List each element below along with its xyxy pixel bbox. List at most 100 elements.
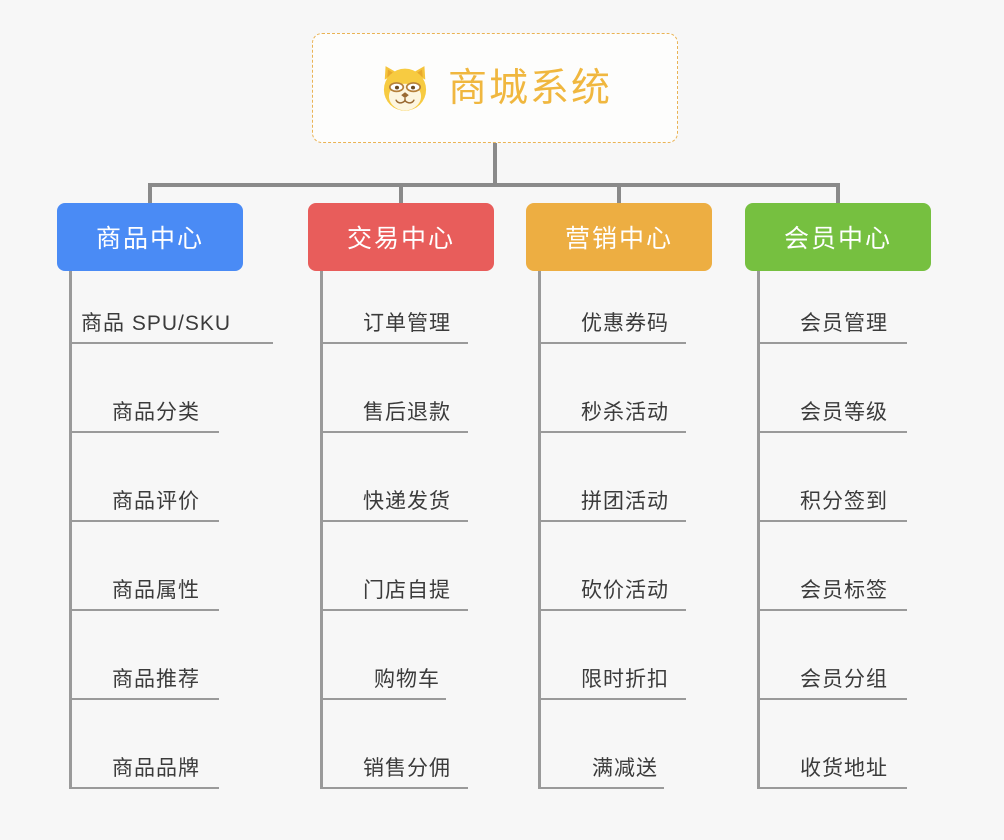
category-node-2[interactable]: 交易中心: [308, 203, 494, 271]
leaf-item-underline: [538, 520, 686, 522]
leaf-item[interactable]: 商品 SPU/SKU: [57, 271, 273, 360]
leaf-item-underline: [69, 520, 219, 522]
leaf-item[interactable]: 收货地址: [745, 716, 931, 805]
leaf-item-label: 砍价活动: [581, 579, 669, 602]
leaf-stem-line: [757, 271, 760, 789]
leaf-item-label: 拼团活动: [581, 490, 669, 513]
category-node-label: 会员中心: [783, 225, 892, 253]
leaf-item[interactable]: 会员管理: [745, 271, 931, 360]
leaf-item[interactable]: 商品属性: [57, 538, 243, 627]
leaf-item-underline: [757, 787, 907, 789]
category-node-4[interactable]: 会员中心: [745, 203, 931, 271]
leaf-item[interactable]: 商品推荐: [57, 627, 243, 716]
leaf-item[interactable]: 商品评价: [57, 449, 243, 538]
leaf-item-underline: [69, 431, 219, 433]
leaf-item-underline: [69, 342, 273, 344]
leaf-list: 商品 SPU/SKU 商品分类商品评价商品属性商品推荐商品品牌: [57, 271, 273, 805]
category-column: 营销中心优惠券码秒杀活动拼团活动砍价活动限时折扣满减送: [526, 203, 712, 805]
leaf-item[interactable]: 快递发货: [308, 449, 494, 538]
leaf-item-underline: [538, 698, 686, 700]
category-node-3[interactable]: 营销中心: [526, 203, 712, 271]
leaf-stem-line: [69, 271, 72, 789]
leaf-item-label: 购物车: [374, 668, 440, 691]
leaf-item-label: 秒杀活动: [581, 401, 669, 424]
leaf-item-label: 销售分佣: [363, 757, 451, 780]
leaf-item[interactable]: 砍价活动: [526, 538, 712, 627]
leaf-item-underline: [69, 787, 219, 789]
leaf-item[interactable]: 售后退款: [308, 360, 494, 449]
leaf-item[interactable]: 商品品牌: [57, 716, 243, 805]
connector-drop-1: [148, 183, 152, 205]
leaf-item-underline: [538, 431, 686, 433]
leaf-item-label: 商品评价: [112, 490, 200, 513]
leaf-item-underline: [69, 698, 219, 700]
category-node-1[interactable]: 商品中心: [57, 203, 243, 271]
leaf-item-label: 优惠券码: [581, 312, 669, 335]
leaf-item-label: 会员等级: [800, 401, 888, 424]
leaf-item-label: 售后退款: [363, 401, 451, 424]
leaf-item-underline: [538, 787, 664, 789]
leaf-stem-line: [538, 271, 541, 789]
category-node-label: 营销中心: [564, 225, 673, 253]
category-node-label: 商品中心: [95, 225, 204, 253]
leaf-item[interactable]: 会员分组: [745, 627, 931, 716]
root-node-card[interactable]: 商城系统: [312, 33, 678, 143]
leaf-item[interactable]: 优惠券码: [526, 271, 712, 360]
leaf-item-label: 商品推荐: [112, 668, 200, 691]
connector-drop-2: [399, 183, 403, 205]
category-column: 交易中心订单管理售后退款快递发货门店自提购物车销售分佣: [308, 203, 494, 805]
leaf-item-underline: [320, 609, 468, 611]
leaf-item-label: 商品品牌: [112, 757, 200, 780]
leaf-item[interactable]: 销售分佣: [308, 716, 494, 805]
leaf-item-underline: [320, 520, 468, 522]
category-column: 会员中心会员管理会员等级积分签到会员标签会员分组收货地址: [745, 203, 931, 805]
leaf-item[interactable]: 秒杀活动: [526, 360, 712, 449]
connector-drop-3: [617, 183, 621, 205]
leaf-item[interactable]: 满减送: [526, 716, 712, 805]
leaf-item-label: 满减送: [592, 757, 658, 780]
leaf-item-label: 限时折扣: [581, 668, 669, 691]
root-node-title: 商城系统: [447, 66, 612, 110]
leaf-item[interactable]: 积分签到: [745, 449, 931, 538]
leaf-item-underline: [538, 609, 686, 611]
leaf-item-label: 商品属性: [112, 579, 200, 602]
leaf-item-underline: [757, 431, 907, 433]
leaf-list: 会员管理会员等级积分签到会员标签会员分组收货地址: [745, 271, 931, 805]
leaf-item-label: 商品 SPU/SKU: [80, 312, 232, 335]
leaf-item[interactable]: 会员标签: [745, 538, 931, 627]
leaf-item[interactable]: 订单管理: [308, 271, 494, 360]
leaf-item-underline: [538, 342, 686, 344]
leaf-item[interactable]: 商品分类: [57, 360, 243, 449]
category-column: 商品中心商品 SPU/SKU 商品分类商品评价商品属性商品推荐商品品牌: [57, 203, 273, 805]
leaf-item-label: 商品分类: [112, 401, 200, 424]
leaf-list: 订单管理售后退款快递发货门店自提购物车销售分佣: [308, 271, 494, 805]
leaf-item-underline: [320, 698, 446, 700]
leaf-item-label: 收货地址: [800, 757, 888, 780]
leaf-stem-line: [320, 271, 323, 789]
leaf-item-underline: [757, 698, 907, 700]
connector-trunk: [493, 143, 497, 185]
leaf-item-label: 订单管理: [363, 312, 451, 335]
leaf-item-underline: [320, 787, 468, 789]
leaf-list: 优惠券码秒杀活动拼团活动砍价活动限时折扣满减送: [526, 271, 712, 805]
leaf-item[interactable]: 限时折扣: [526, 627, 712, 716]
category-node-label: 交易中心: [346, 225, 455, 253]
leaf-item[interactable]: 门店自提: [308, 538, 494, 627]
leaf-item-underline: [757, 520, 907, 522]
shiba-dog-icon: [383, 66, 427, 111]
leaf-item[interactable]: 购物车: [308, 627, 494, 716]
leaf-item-label: 快递发货: [363, 490, 451, 513]
leaf-item-label: 会员管理: [800, 312, 888, 335]
leaf-item[interactable]: 会员等级: [745, 360, 931, 449]
leaf-item-underline: [320, 342, 468, 344]
leaf-item-underline: [69, 609, 219, 611]
leaf-item-label: 会员分组: [800, 668, 888, 691]
leaf-item-underline: [757, 609, 907, 611]
connector-drop-4: [836, 183, 840, 205]
leaf-item[interactable]: 拼团活动: [526, 449, 712, 538]
leaf-item-underline: [320, 431, 468, 433]
connector-bus: [148, 183, 840, 187]
leaf-item-label: 会员标签: [800, 579, 888, 602]
leaf-item-underline: [757, 342, 907, 344]
